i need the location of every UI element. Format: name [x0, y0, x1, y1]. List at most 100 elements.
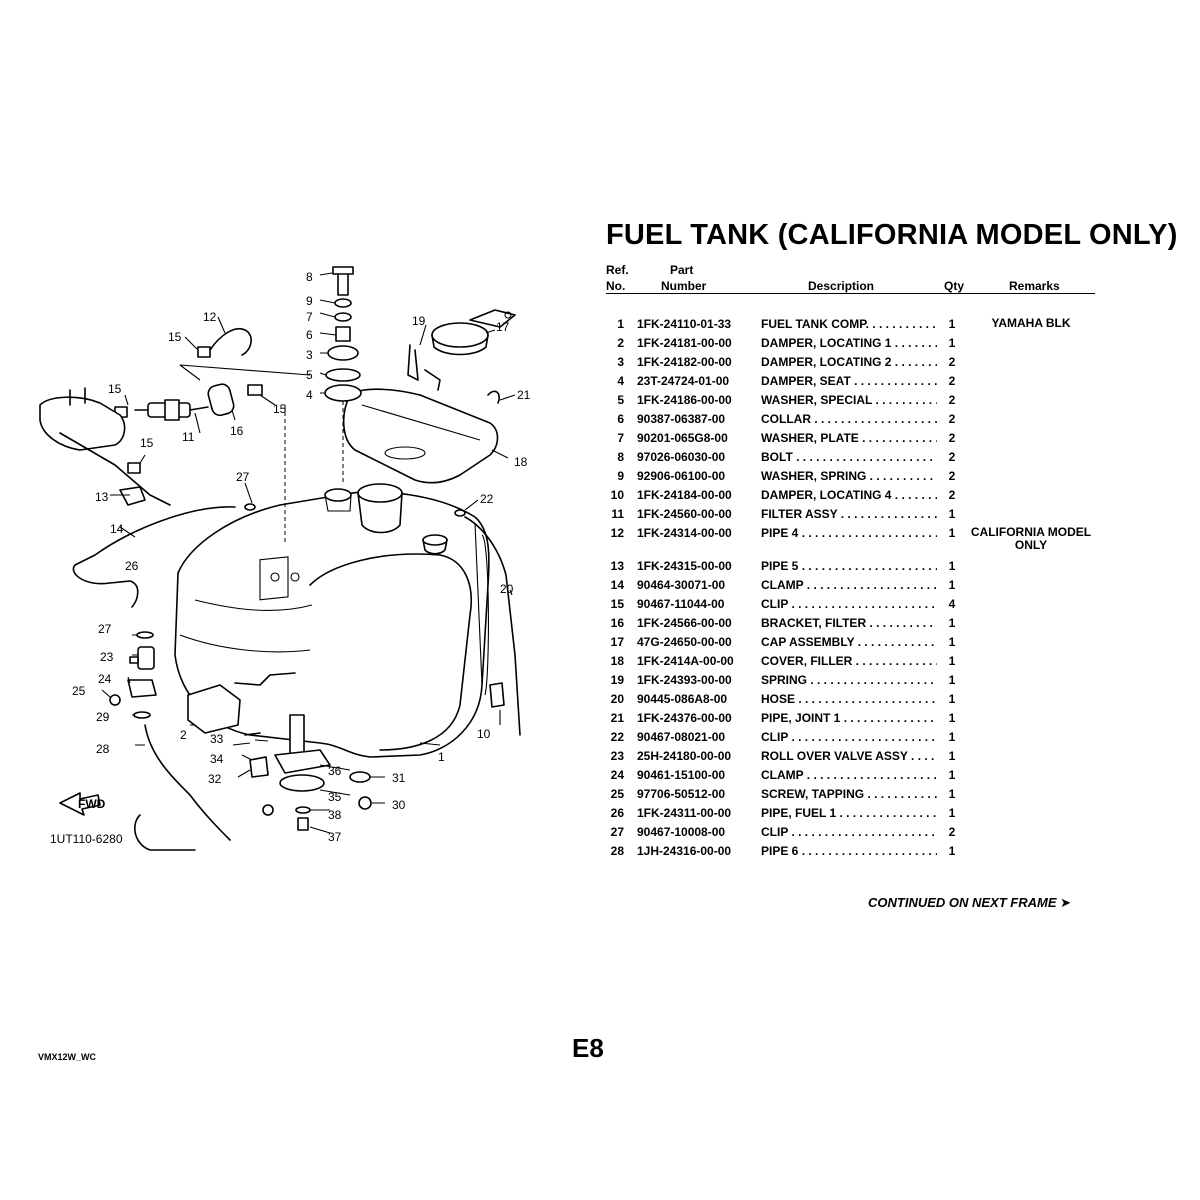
ref-cell: 21: [610, 711, 624, 725]
ref-cell: 14: [610, 578, 624, 592]
callout-27a: 27: [236, 470, 250, 484]
callout-32: 32: [208, 772, 222, 786]
page-number: E8: [572, 1033, 604, 1063]
fuel-filter-group: [114, 328, 311, 545]
qty-cell: 2: [948, 431, 956, 445]
qty-cell: 1: [948, 673, 956, 687]
remarks-cell: CALIFORNIA MODEL ONLY: [970, 525, 1092, 552]
callout-9: 9: [306, 294, 313, 308]
description-cell: COVER, FILLER . . . . . . . . . . . . . …: [761, 654, 937, 668]
table-row: 27 90467-10008-00 CLIP . . . . . . . . . .…: [606, 825, 1095, 844]
callout-4: 4: [306, 388, 313, 402]
ref-cell: 9: [617, 469, 624, 483]
callout-37: 37: [328, 830, 342, 844]
part-number-cell: 90467-10008-00: [637, 825, 726, 839]
callout-15a: 15: [168, 330, 182, 344]
qty-cell: 1: [948, 616, 956, 630]
callout-36: 36: [328, 764, 342, 778]
ref-cell: 26: [610, 806, 624, 820]
part-number-cell: 1FK-24376-00-00: [637, 711, 732, 725]
qty-cell: 1: [948, 336, 956, 350]
callout-26: 26: [125, 559, 139, 573]
callout-10: 10: [477, 727, 491, 741]
header-ref: Ref.: [606, 263, 629, 277]
description-cell: BOLT . . . . . . . . . . . . . . . . . .…: [761, 450, 937, 464]
ref-cell: 24: [610, 768, 624, 782]
part-number-cell: 1FK-24560-00-00: [637, 507, 732, 521]
part-number-cell: 1FK-24311-00-00: [637, 806, 732, 820]
header-description: Description: [808, 279, 875, 293]
ref-cell: 27: [610, 825, 624, 839]
callout-2: 2: [180, 728, 187, 742]
part-number-cell: 1FK-24186-00-00: [637, 393, 732, 407]
pipe-joint-1: [487, 390, 500, 404]
callout-16: 16: [230, 424, 244, 438]
qty-cell: 1: [948, 730, 956, 744]
callout-24: 24: [98, 672, 112, 686]
fuel-cock-group: [244, 714, 372, 831]
part-number-cell: 97706-50512-00: [637, 787, 726, 801]
description-cell: SPRING . . . . . . . . . . . . . . . . .…: [761, 673, 937, 687]
description-cell: CLIP . . . . . . . . . . . . . . . . . .…: [761, 825, 937, 839]
callout-11: 11: [182, 430, 195, 444]
callout-15b: 15: [108, 382, 122, 396]
callout-15c: 15: [140, 436, 154, 450]
ref-cell: 5: [617, 393, 624, 407]
qty-cell: 1: [948, 768, 956, 782]
callout-29: 29: [96, 710, 110, 724]
description-cell: HOSE . . . . . . . . . . . . . . . . . .…: [761, 692, 937, 706]
damper-locating-4: [489, 682, 505, 708]
callout-27b: 27: [98, 622, 112, 636]
qty-cell: 1: [948, 711, 956, 725]
part-number-cell: 1JH-24316-00-00: [637, 844, 732, 858]
part-number-cell: 1FK-24566-00-00: [637, 616, 732, 630]
continued-note: CONTINUED ON NEXT FRAME ➤: [868, 895, 1072, 910]
callout-30: 30: [392, 798, 406, 812]
part-number-cell: 1FK-24315-00-00: [637, 559, 732, 573]
callout-20: 20: [500, 582, 514, 596]
qty-cell: 2: [948, 450, 956, 464]
callout-23: 23: [100, 650, 114, 664]
part-number-cell: 25H-24180-00-00: [637, 749, 732, 763]
part-number-cell: 90467-08021-00: [637, 730, 726, 744]
ref-cell: 7: [617, 431, 624, 445]
description-cell: CLIP . . . . . . . . . . . . . . . . . .…: [761, 597, 937, 611]
part-number-cell: 1FK-24314-00-00: [637, 526, 732, 540]
roll-over-valve: [109, 631, 157, 719]
ref-cell: 15: [610, 597, 624, 611]
header-part: Part: [670, 263, 694, 277]
callout-38: 38: [328, 808, 342, 822]
qty-cell: 2: [948, 374, 956, 388]
description-cell: CLIP . . . . . . . . . . . . . . . . . .…: [761, 730, 937, 744]
page-title: FUEL TANK (CALIFORNIA MODEL ONLY): [606, 219, 1178, 251]
part-number-cell: 1FK-24110-01-33: [637, 317, 732, 331]
description-cell: WASHER, PLATE . . . . . . . . . . . . . …: [761, 431, 937, 445]
ref-cell: 4: [617, 374, 624, 388]
part-number-cell: 1FK-24181-00-00: [637, 336, 732, 350]
document-code: VMX12W_WC: [38, 1052, 97, 1062]
fuel-tank-drawing: FWD 1UT110-6280 8 9 7 6 3 5 4 19 17 21 1…: [39, 266, 531, 851]
callout-28: 28: [96, 742, 110, 756]
callout-31: 31: [392, 771, 406, 785]
qty-cell: 1: [948, 526, 956, 540]
part-number-cell: 92906-06100-00: [637, 469, 726, 483]
qty-cell: 1: [948, 806, 956, 820]
ref-cell: 1: [617, 317, 624, 331]
qty-cell: 1: [948, 749, 956, 763]
fuel-tank-body: [174, 483, 490, 758]
pipe-fuel-1: [72, 506, 236, 608]
canister-pipes: [39, 387, 171, 506]
description-cell: PIPE 4 . . . . . . . . . . . . . . . . .…: [761, 526, 937, 540]
